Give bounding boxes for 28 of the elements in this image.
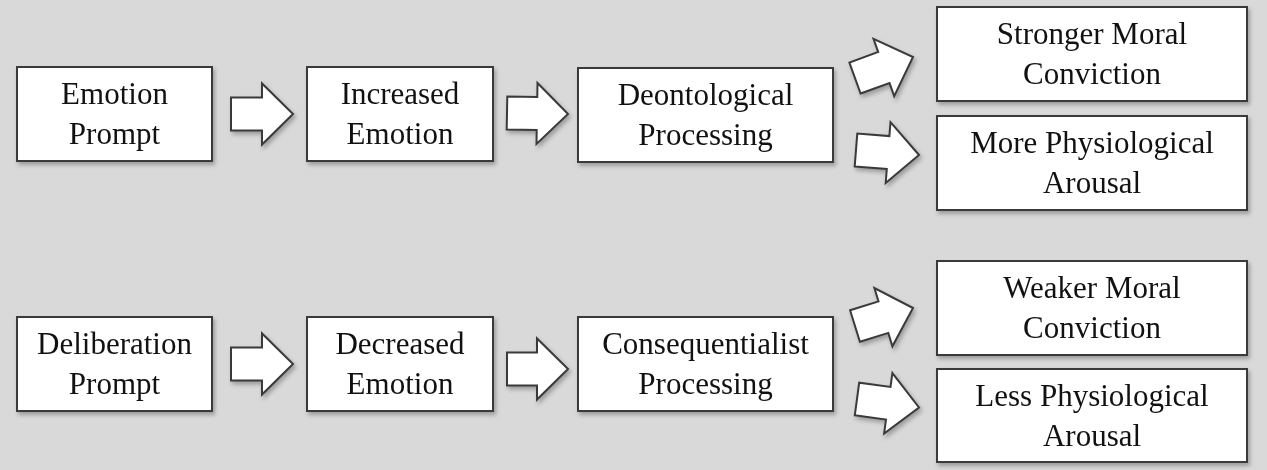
process-box: [936, 115, 1248, 211]
node-label: Decreased Emotion: [334, 325, 466, 403]
node-label: Deontological Processing: [616, 76, 795, 154]
block-arrow: [848, 286, 915, 349]
process-box: [16, 316, 213, 412]
node-label: Increased Emotion: [339, 75, 461, 153]
node-label: Weaker Moral Conviction: [1002, 269, 1182, 347]
block-arrow: [506, 336, 570, 402]
process-box: [936, 6, 1248, 102]
process-box: [306, 316, 494, 412]
node-label: Emotion Prompt: [60, 75, 169, 153]
process-box: [577, 67, 834, 163]
process-box: [306, 66, 494, 162]
process-box: [936, 260, 1248, 356]
block-arrow: [853, 119, 921, 186]
process-box: [577, 316, 834, 412]
process-box: [16, 66, 213, 162]
block-arrow: [505, 80, 570, 147]
node-label: Stronger Moral Conviction: [995, 15, 1189, 93]
process-box: [936, 368, 1248, 463]
node-label: Deliberation Prompt: [36, 325, 193, 403]
node-label: Less Physiological Arousal: [974, 376, 1210, 455]
node-label: Consequentialist Processing: [601, 325, 810, 403]
block-arrow: [853, 370, 921, 436]
block-arrow: [230, 81, 295, 147]
node-label: More Physiological Arousal: [969, 124, 1215, 202]
block-arrow: [230, 331, 295, 397]
block-arrow: [848, 37, 915, 99]
